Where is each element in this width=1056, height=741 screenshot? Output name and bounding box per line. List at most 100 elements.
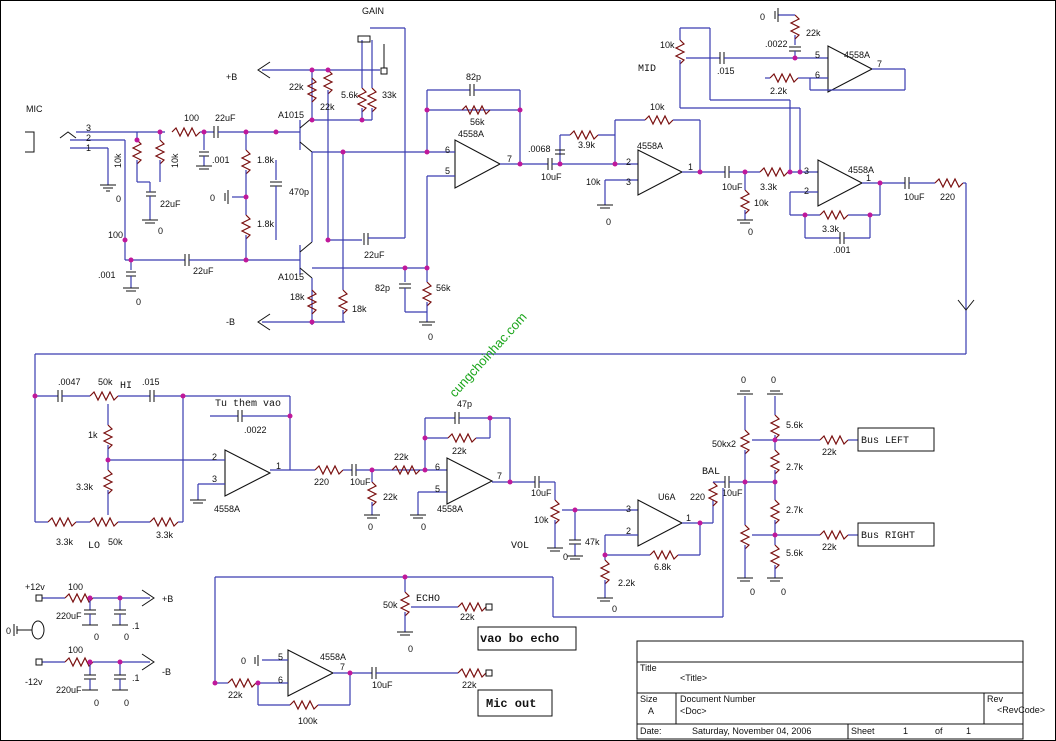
doc-value: <Doc>: [680, 706, 707, 716]
r50k-label: 50k: [98, 377, 113, 387]
c22uf-label-4: 22uF: [364, 250, 385, 260]
c10uf-label-6: 10uF: [722, 488, 743, 498]
gnd-0-i: 0: [368, 522, 373, 532]
r100-label-2: 100: [108, 230, 123, 240]
title-label: Title: [640, 663, 657, 673]
input-network: [124, 126, 300, 288]
c10uf-label-4: 10uF: [350, 477, 371, 487]
r22-label: 2.2k: [770, 86, 788, 96]
mic-out-box: [477, 689, 553, 717]
bus-left-label: Bus LEFT: [861, 436, 909, 447]
c47p-label: 47p: [457, 399, 472, 409]
tone-section: [34, 354, 420, 528]
power-section: [13, 589, 155, 691]
bus-right-label: Bus RIGHT: [861, 531, 915, 542]
r56k-label: 56k: [470, 117, 485, 127]
r100k-label: 100k: [298, 716, 318, 726]
ground-symbols: [100, 165, 229, 292]
opamp-5-pin3: 3: [212, 474, 217, 484]
opamp-1-name: 4558A: [458, 129, 484, 139]
r10k-label-7: 10k: [534, 515, 549, 525]
gnd-0-l: 0: [612, 604, 617, 614]
watermark: cungchoinhac.com: [446, 309, 530, 400]
r10k-label-6: 10k: [754, 198, 769, 208]
r56k-label-2: 56k: [436, 283, 451, 293]
opamp-2-name: 4558A: [637, 141, 663, 151]
bus-left-box: [857, 427, 935, 452]
gnd-0-n: 0: [771, 375, 776, 385]
opamp-7-pin6: 6: [278, 675, 283, 685]
r22-label-2: 2.2k: [618, 578, 636, 588]
gnd-0-w: 0: [241, 656, 246, 666]
c0068-label: .0068: [528, 144, 551, 154]
gnd-0-v: 0: [408, 644, 413, 654]
r22k-label-4: 22k: [394, 452, 409, 462]
opamp-2-pin3: 3: [626, 177, 631, 187]
junction-dots: [32, 55, 883, 686]
c220uf-label-2: 220uF: [56, 685, 82, 695]
pin1: 1: [86, 143, 91, 153]
q1-label: A1015: [278, 110, 304, 120]
r10k-label: 10k: [113, 153, 123, 168]
r22k-label-8: 22k: [822, 542, 837, 552]
mid-label: MID: [638, 64, 656, 75]
vao-bo-echo-box: [477, 626, 577, 651]
c82p-label: 82p: [466, 72, 481, 82]
vol-label: VOL: [511, 541, 529, 552]
r10k-label-5: 10k: [660, 40, 675, 50]
r33-label-5: 3.3k: [156, 530, 174, 540]
r39k-label: 3.9k: [578, 140, 596, 150]
r50kx2-label: 50kx2: [712, 439, 736, 449]
r27k-label: 2.7k: [786, 462, 804, 472]
size-label: Size: [640, 694, 658, 704]
echo-section: [214, 488, 724, 711]
r22k-label-9: 22k: [460, 612, 475, 622]
gnd-0-d: 0: [210, 193, 215, 203]
r33-label-2: 3.3k: [822, 224, 840, 234]
opamp-6-pin7: 7: [497, 471, 502, 481]
sheet-total: 1: [966, 726, 971, 736]
u6a-pin3: 3: [626, 504, 631, 514]
pin3: 3: [86, 123, 91, 133]
r68k-label: 6.8k: [654, 562, 672, 572]
r33-label-4: 3.3k: [56, 537, 74, 547]
mid-section: [674, 8, 906, 172]
plus-b-label-2: +B: [162, 594, 173, 604]
vao-bo-echo-label: vao bo echo: [480, 632, 559, 646]
balance-section: [737, 390, 858, 582]
minus-b-label-2: -B: [162, 667, 171, 677]
gnd-0-q: 0: [6, 626, 11, 636]
c001-label: .001: [212, 155, 230, 165]
opamp-2-pin2: 2: [626, 157, 631, 167]
gnd-0-h: 0: [748, 227, 753, 237]
rev-value: <RevCode>: [997, 705, 1045, 715]
date-label: Date:: [640, 726, 662, 736]
c015-label: .015: [717, 66, 735, 76]
title-value: <Title>: [680, 673, 707, 683]
r18k-label-3: 18k: [290, 292, 305, 302]
r22k-label-7: 22k: [822, 447, 837, 457]
gnd-0-o: 0: [750, 587, 755, 597]
opamp-5-pin1: 1: [276, 461, 281, 471]
r50k-label-3: 50k: [383, 600, 398, 610]
pin2: 2: [86, 133, 91, 143]
opamp-3-pin6: 6: [815, 70, 820, 80]
opamp-6-name: 4558A: [437, 504, 463, 514]
opamp-5-name: 4558A: [214, 504, 240, 514]
c0022-label: .0022: [765, 39, 788, 49]
opamp-2-pin1: 1: [688, 162, 693, 172]
opamp-3-name: 4558A: [844, 50, 870, 60]
c10uf-label-2: 10uF: [722, 182, 743, 192]
title-block: [636, 640, 1024, 740]
c10uf-label: 10uF: [541, 172, 562, 182]
r10k-label-3: 10k: [586, 177, 601, 187]
r22k-label-2: 22k: [320, 102, 335, 112]
c22uf-label: 22uF: [215, 113, 236, 123]
opamp-7-pin7: 7: [340, 662, 345, 672]
opamp-4-name: 4558A: [848, 165, 874, 175]
bus-right-box: [857, 522, 935, 547]
gnd-0-f: 0: [606, 217, 611, 227]
opamp-5-pin2: 2: [212, 452, 217, 462]
r100-label-3: 100: [68, 582, 83, 592]
r220-label: 220: [940, 192, 955, 202]
